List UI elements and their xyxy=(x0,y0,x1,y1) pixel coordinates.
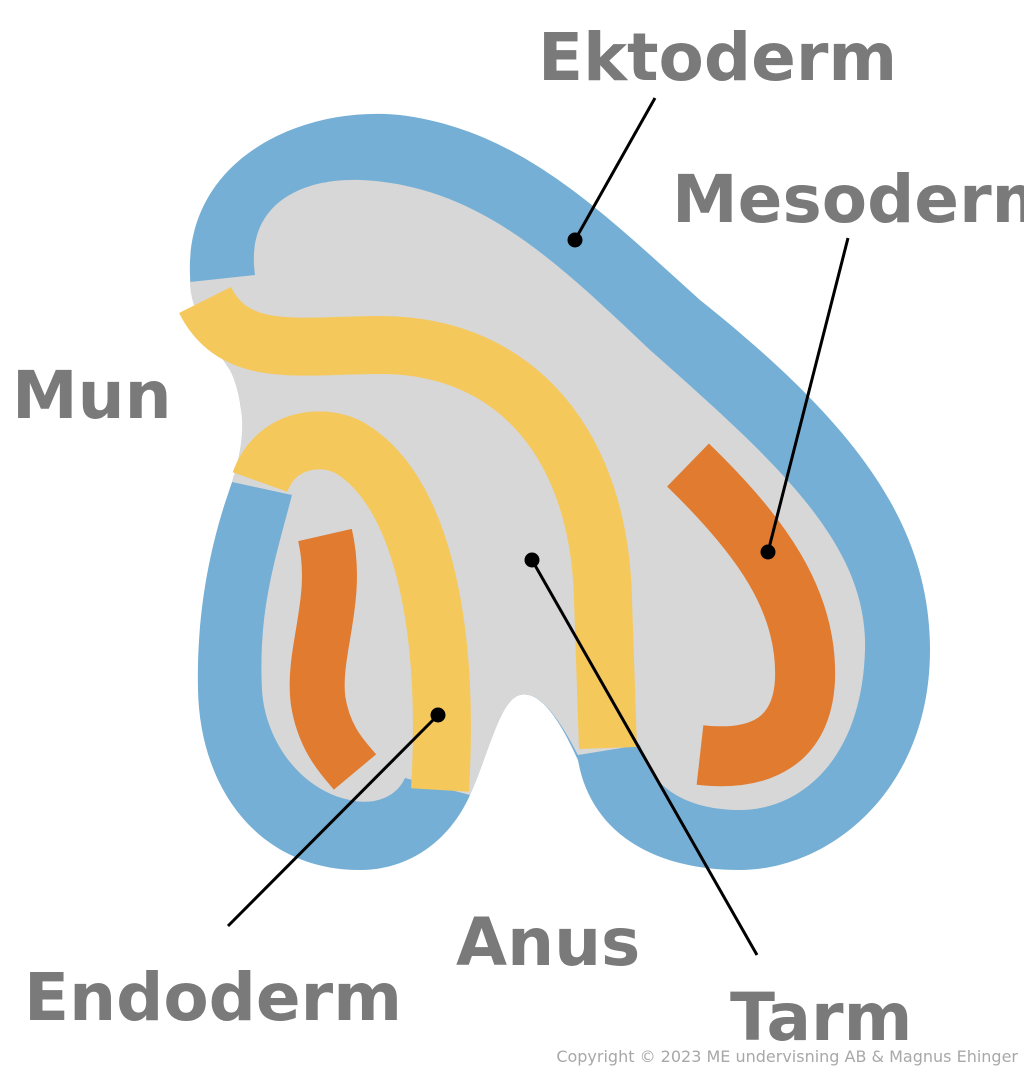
mesoderm-layer-left xyxy=(289,528,377,790)
label-endoderm: Endoderm xyxy=(24,959,402,1036)
ectoderm-pointer xyxy=(573,97,657,241)
ectoderm-dot xyxy=(567,232,583,248)
label-mesoderm: Mesoderm xyxy=(672,161,1024,238)
label-mouth: Mun xyxy=(12,357,172,434)
gut-pointer xyxy=(530,559,759,956)
endoderm-pointer xyxy=(226,713,440,928)
endoderm-dot xyxy=(430,707,446,723)
mesoderm-dot xyxy=(760,544,776,560)
label-ectoderm: Ektoderm xyxy=(538,19,897,96)
mesoderm-pointer xyxy=(766,237,850,553)
endoderm-layer xyxy=(179,285,637,749)
copyright-notice: Copyright © 2023 ME undervisning AB & Ma… xyxy=(556,1047,1018,1066)
label-gut: Tarm xyxy=(730,979,912,1056)
mesoderm-layer-right xyxy=(667,443,836,787)
gut-dot xyxy=(524,552,540,568)
label-anus: Anus xyxy=(456,904,640,981)
endoderm-layer-inner xyxy=(232,411,471,792)
mouth-opening xyxy=(180,330,243,560)
